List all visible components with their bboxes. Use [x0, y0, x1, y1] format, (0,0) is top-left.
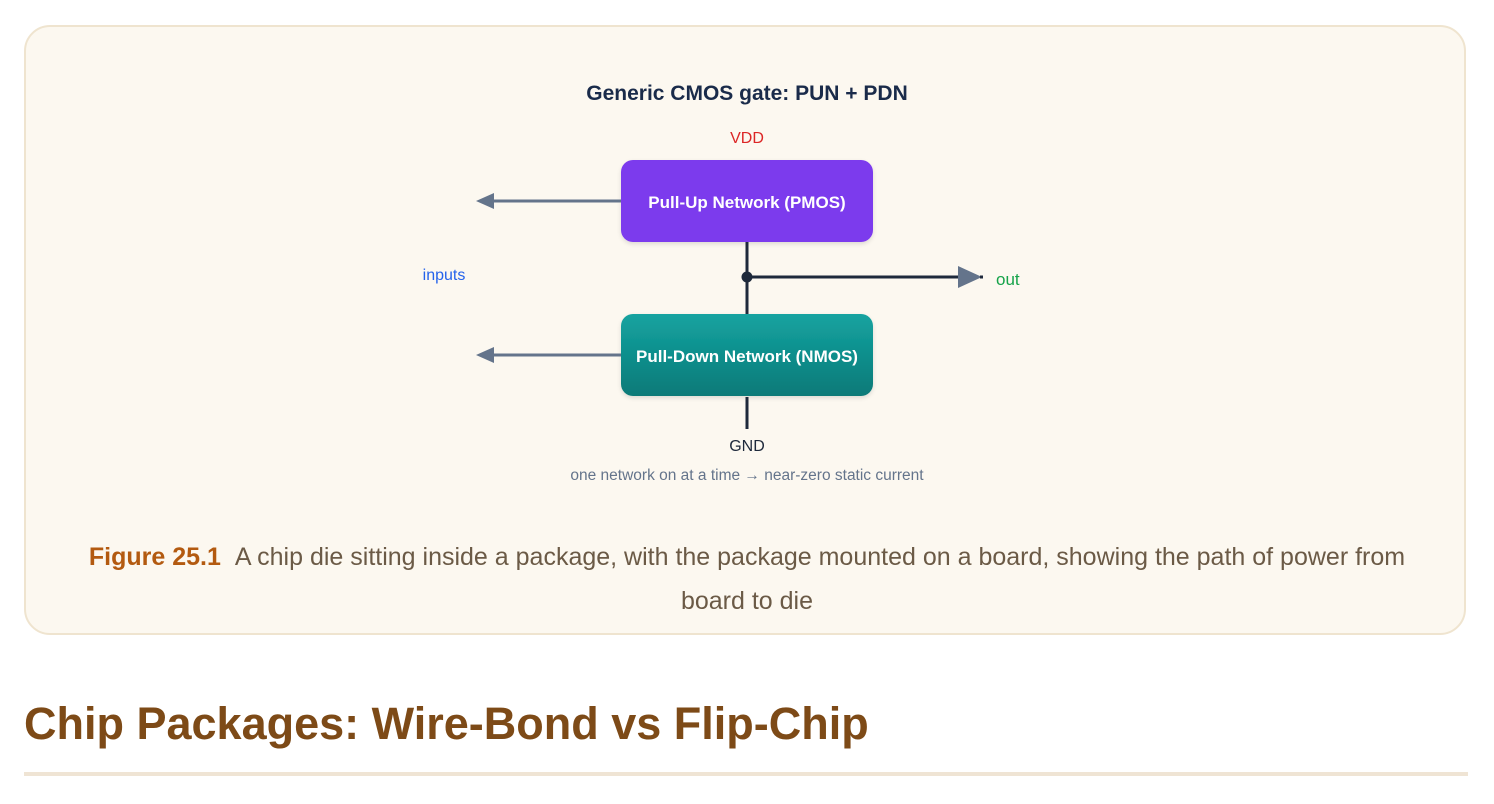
- pull-up-network-label: Pull-Up Network (PMOS): [648, 193, 845, 212]
- pdn-input-arrowhead: [476, 347, 494, 363]
- pun-input-arrowhead: [476, 193, 494, 209]
- section-divider: [24, 772, 1468, 776]
- pull-down-network-label: Pull-Down Network (NMOS): [636, 347, 858, 366]
- inputs-label: inputs: [423, 267, 466, 284]
- figure-caption: Figure 25.1 A chip die sitting inside a p…: [66, 535, 1428, 623]
- figure-caption-text: A chip die sitting inside a package, wit…: [234, 543, 1406, 615]
- diagram-title: Generic CMOS gate: PUN + PDN: [586, 82, 908, 105]
- figure-card: Generic CMOS gate: PUN + PDN VDD Pull-Up…: [24, 25, 1466, 635]
- pull-down-network-box: [621, 314, 873, 396]
- vdd-label: VDD: [730, 130, 764, 147]
- out-label: out: [996, 270, 1020, 289]
- output-arrowhead: [958, 266, 982, 288]
- static-current-note: one network on at a time → near-zero sta…: [570, 467, 924, 484]
- pull-up-network-box: [621, 160, 873, 242]
- figure-label: Figure 25.1: [88, 543, 221, 571]
- cmos-gate-diagram: Generic CMOS gate: PUN + PDN VDD Pull-Up…: [423, 82, 1020, 484]
- section-title: Chip Packages: Wire-Bond vs Flip-Chip: [24, 698, 869, 749]
- gnd-label: GND: [729, 438, 765, 455]
